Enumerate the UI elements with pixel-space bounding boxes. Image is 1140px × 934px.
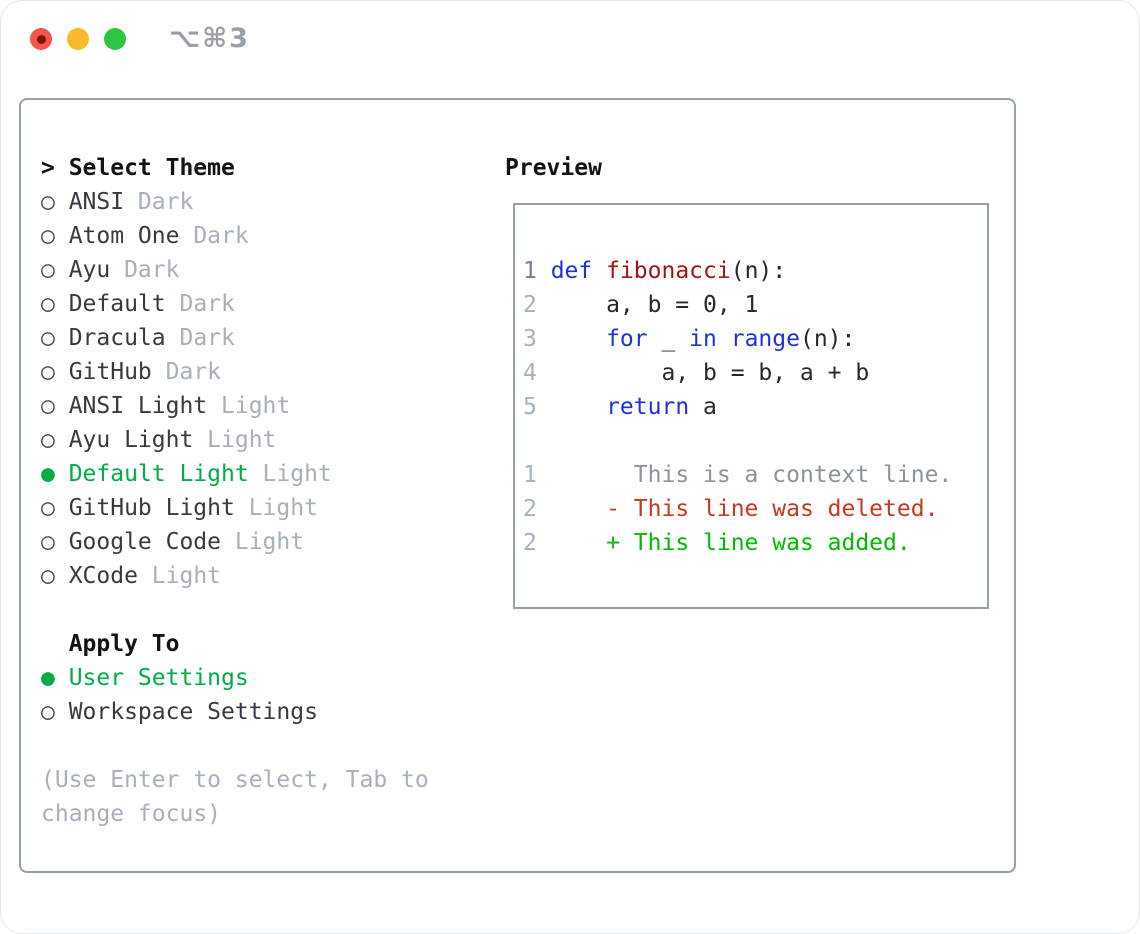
focus-caret-icon: > (41, 155, 55, 181)
radio-icon: ○ (41, 359, 55, 385)
line-number: 1 (523, 462, 537, 488)
line-number: 4 (523, 360, 537, 386)
apply-option-user-settings[interactable]: ●User Settings (41, 661, 429, 695)
code-line: 4 a, b = b, a + b (523, 356, 987, 390)
apply-to-heading: Apply To (68, 631, 180, 657)
diff-added-line: 2 + This line was added. (523, 526, 987, 560)
code-line: 2 a, b = 0, 1 (523, 288, 987, 322)
help-text-line-2: change focus) (41, 801, 222, 827)
radio-icon: ○ (41, 325, 55, 351)
line-number: 1 (523, 258, 537, 284)
close-button[interactable] (30, 28, 52, 50)
help-text-line-1: (Use Enter to select, Tab to (41, 767, 429, 793)
radio-selected-icon: ● (41, 461, 55, 487)
radio-icon: ○ (41, 427, 55, 453)
line-number: 5 (523, 394, 537, 420)
radio-icon: ○ (41, 495, 55, 521)
code-line: 3 for _ in range(n): (523, 322, 987, 356)
radio-icon: ○ (41, 699, 55, 725)
select-theme-heading: >Select Theme (41, 151, 429, 185)
diff-deleted-line: 2 - This line was deleted. (523, 492, 987, 526)
apply-option-workspace-settings[interactable]: ○Workspace Settings (41, 695, 429, 729)
line-number: 2 (523, 292, 537, 318)
radio-icon: ○ (41, 393, 55, 419)
minimize-button[interactable] (67, 28, 89, 50)
radio-icon: ○ (41, 291, 55, 317)
radio-selected-icon: ● (41, 665, 55, 691)
code-line: 5 return a (523, 390, 987, 424)
radio-icon: ○ (41, 257, 55, 283)
line-number: 2 (523, 530, 537, 556)
window-title: ⌥⌘3 (169, 23, 250, 54)
unsaved-changes-dot-icon (36, 34, 46, 44)
line-number: 2 (523, 496, 537, 522)
radio-icon: ○ (41, 189, 55, 215)
diff-context-line: 1 This is a context line. (523, 458, 987, 492)
radio-icon: ○ (41, 563, 55, 589)
radio-icon: ○ (41, 223, 55, 249)
preview-heading: Preview (505, 155, 602, 181)
window-controls (30, 28, 126, 50)
zoom-button[interactable] (104, 28, 126, 50)
line-number: 3 (523, 326, 537, 352)
radio-icon: ○ (41, 529, 55, 555)
